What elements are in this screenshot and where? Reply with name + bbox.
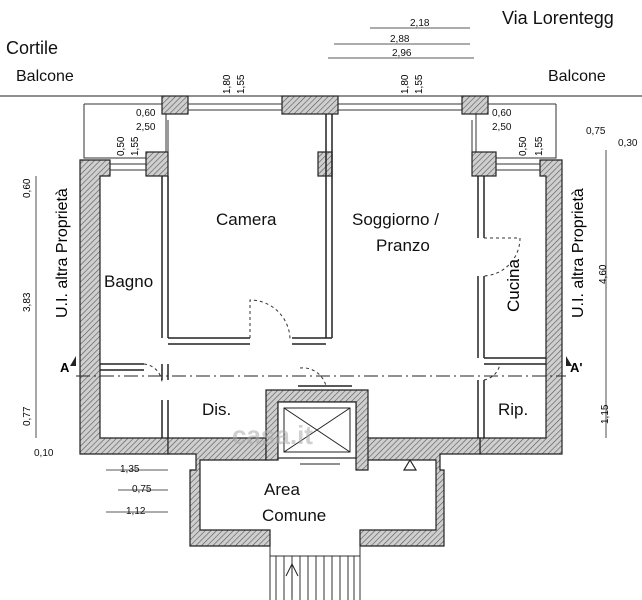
dim-right-030: 0,30 <box>618 138 638 149</box>
dim-left-077: 0,77 <box>22 406 33 426</box>
dimension-lines <box>35 27 607 513</box>
dim-left-050: 0,50 <box>116 136 127 156</box>
room-area-line2: Comune <box>262 506 327 525</box>
dim-left-010: 0,10 <box>34 448 54 459</box>
dim-win-left-155: 1,55 <box>236 74 247 94</box>
doors <box>143 237 521 387</box>
dim-bot-075: 0,75 <box>132 484 152 495</box>
section-a-label: A <box>60 360 70 375</box>
dim-right-460: 4,60 <box>598 264 609 284</box>
balcony-left <box>83 104 167 159</box>
dim-bot-135: 1,35 <box>120 464 140 475</box>
balcony-right <box>475 104 557 159</box>
watermark: casa.it <box>232 420 313 450</box>
dim-left-155: 1,55 <box>130 136 141 156</box>
dim-win-right-180: 1,80 <box>400 74 411 94</box>
dim-right-115: 1,15 <box>600 404 611 424</box>
balcone-right-label: Balcone <box>548 68 606 85</box>
dim-win-left-180: 1,80 <box>222 74 233 94</box>
dim-top-2-96: 2,96 <box>392 48 412 59</box>
dim-left-383: 3,83 <box>22 292 33 312</box>
walls <box>79 95 563 547</box>
dim-win-right-155: 1,55 <box>414 74 425 94</box>
room-bagno: Bagno <box>104 272 154 291</box>
balcone-left-label: Balcone <box>16 68 74 85</box>
interior-walls <box>100 114 546 438</box>
street-name: Via Lorentegg <box>502 8 614 28</box>
stairs-arrow-icon <box>285 562 299 598</box>
dim-right-155: 1,55 <box>534 136 545 156</box>
cortile-label: Cortile <box>6 38 59 58</box>
room-area-line1: Area <box>264 480 300 499</box>
room-soggiorno-line2: Pranzo <box>376 236 430 255</box>
dim-bot-112: 1,12 <box>126 506 146 517</box>
dim-top-2-88: 2,88 <box>390 34 410 45</box>
room-rip: Rip. <box>498 400 529 419</box>
stairs <box>269 546 361 600</box>
room-camera: Camera <box>216 210 277 229</box>
dim-right-050: 0,50 <box>518 136 529 156</box>
section-a-prime-label: A' <box>570 360 583 375</box>
dim-bal-right-060: 0,60 <box>492 108 512 119</box>
dim-top-2-18: 2,18 <box>410 18 430 29</box>
dim-bal-left-060: 0,60 <box>136 108 156 119</box>
elevator-icon <box>277 401 357 465</box>
dim-bal-left-250: 2,50 <box>136 122 156 133</box>
room-soggiorno-line1: Soggiorno / <box>352 210 439 229</box>
windows <box>110 103 540 171</box>
ui-left-label: U.I. altra Proprietà <box>54 188 71 318</box>
dim-right-075: 0,75 <box>586 126 606 137</box>
room-dis: Dis. <box>202 400 232 419</box>
dim-bal-right-250: 2,50 <box>492 122 512 133</box>
room-cucina: Cucina <box>504 259 523 312</box>
ui-right-label: U.I. altra Proprietà <box>570 188 587 318</box>
entrance-marker-icon <box>402 458 418 471</box>
dim-left-060: 0,60 <box>22 178 33 198</box>
